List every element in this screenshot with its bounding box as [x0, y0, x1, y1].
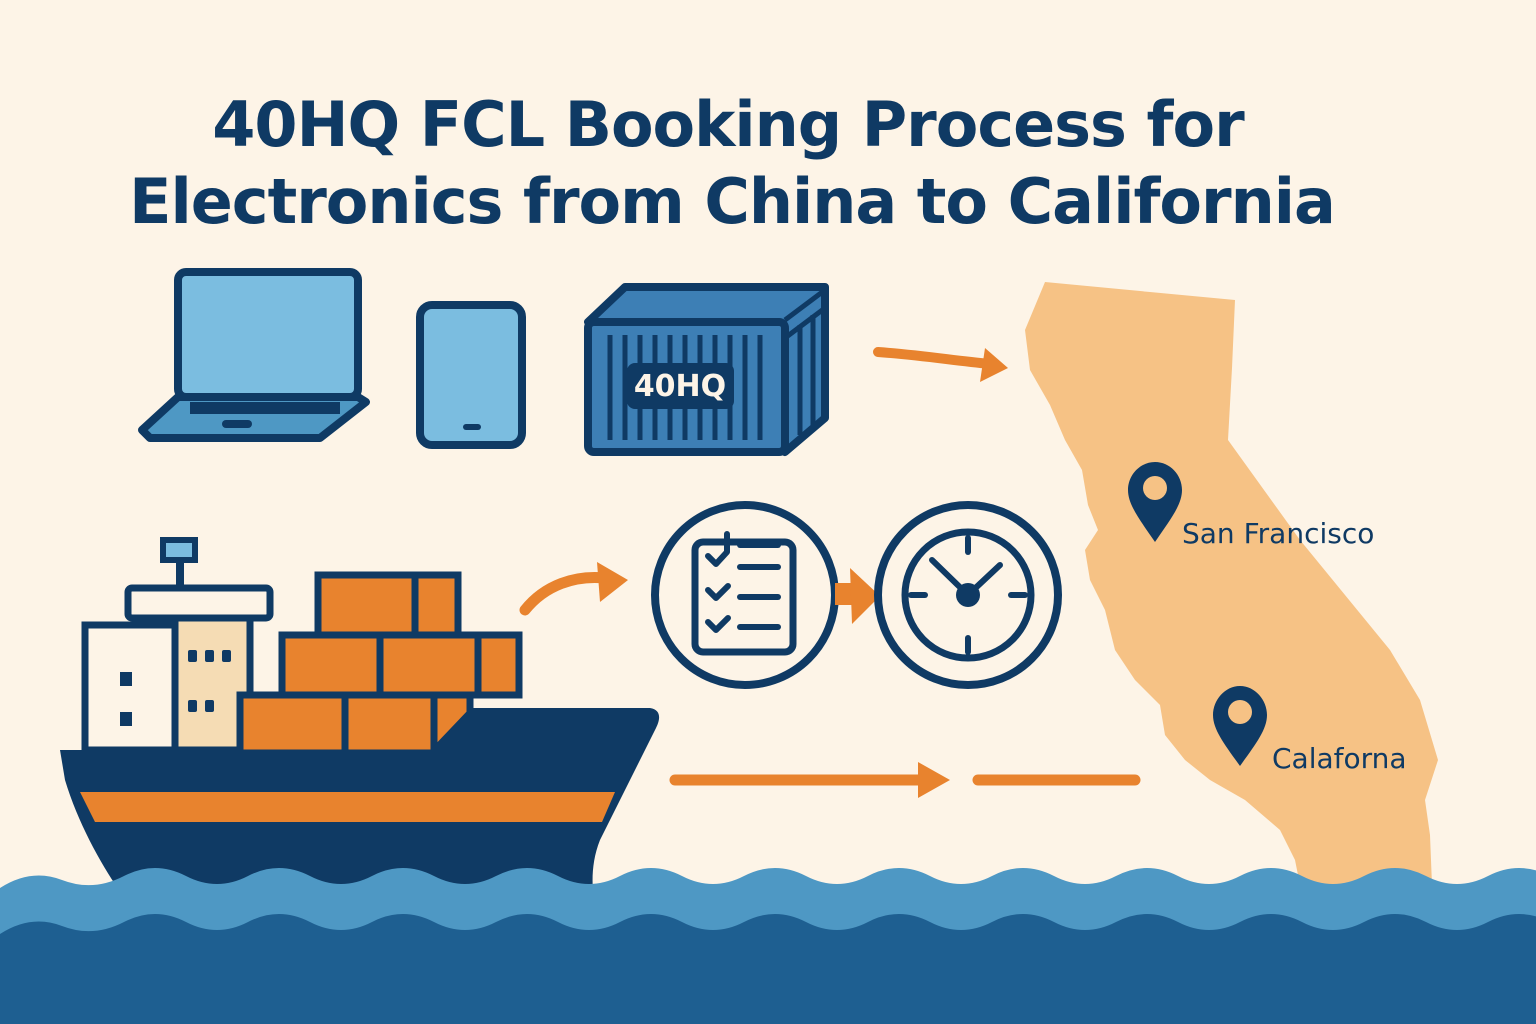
arrow-to-california-icon: [873, 347, 1008, 382]
smartphone-icon: [416, 301, 526, 449]
map-pin-icon: [1213, 686, 1267, 766]
shipping-container-icon: 40HQ: [584, 283, 829, 456]
map-pin-icon: [1128, 462, 1182, 542]
checklist-icon: [651, 501, 839, 689]
cargo-ship-icon: [60, 537, 660, 905]
ocean-waves: [0, 868, 1536, 1024]
pin-label-california: Calaforna: [1272, 742, 1407, 775]
arrow-icon: [835, 568, 880, 624]
page-title-line-1: 40HQ FCL Booking Process for: [212, 88, 1244, 161]
clock-icon: [874, 501, 1062, 689]
page-title-line-2: Electronics from China to California: [129, 165, 1336, 238]
container-label: 40HQ: [634, 369, 726, 404]
route-arrow-icon: [669, 762, 1141, 798]
california-map: [1025, 282, 1438, 885]
laptop-icon: [138, 268, 370, 442]
pin-label-san-francisco: San Francisco: [1182, 517, 1375, 550]
curved-arrow-icon: [519, 562, 628, 616]
